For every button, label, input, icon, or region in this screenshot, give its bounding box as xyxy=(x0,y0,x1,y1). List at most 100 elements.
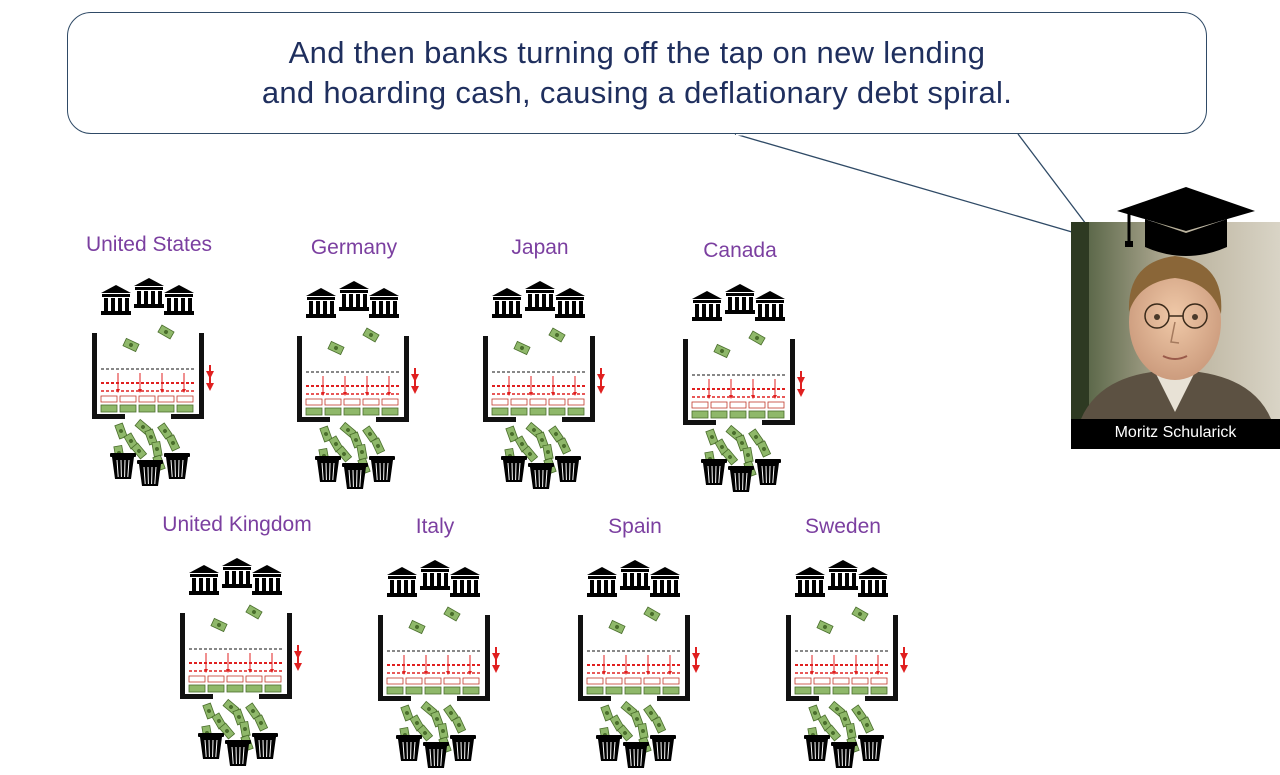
bank-icon xyxy=(101,285,131,315)
cash-bill-icon xyxy=(240,721,250,736)
reserve-bill xyxy=(177,396,193,402)
cash-bill-icon xyxy=(543,444,553,459)
bank-icon xyxy=(164,285,194,315)
reserve-bill xyxy=(158,396,174,402)
cash-bill-icon xyxy=(371,438,384,454)
reserve-bill xyxy=(387,687,403,694)
reserve-bill xyxy=(444,687,460,694)
trash-bin-icon xyxy=(396,735,422,761)
trash-bin-icon xyxy=(315,456,341,482)
cash-bill-icon xyxy=(652,717,665,733)
reserve-bill xyxy=(871,678,887,684)
reserve-bill xyxy=(730,402,746,408)
reserve-bill xyxy=(871,687,887,694)
bank-icon xyxy=(306,288,336,318)
reserve-bill xyxy=(177,405,193,412)
cash-bill-icon xyxy=(817,620,833,633)
down-arrow-icon xyxy=(797,389,805,397)
cash-bill-icon xyxy=(152,441,162,456)
speaker-name: Moritz Schularick xyxy=(1071,419,1280,449)
bank-icon xyxy=(134,278,164,308)
bank-vessel-diagram xyxy=(630,269,850,499)
reserve-bill xyxy=(101,405,117,412)
trash-bin-icon xyxy=(423,742,449,768)
vessel-right-wall xyxy=(404,336,409,422)
cash-bill-icon xyxy=(514,341,530,354)
reserve-bill xyxy=(325,399,341,405)
graduation-cap-icon xyxy=(1115,185,1257,260)
vessel-floor-left xyxy=(92,414,125,419)
country-label: United Kingdom xyxy=(127,513,347,537)
reserve-bill xyxy=(795,687,811,694)
reserve-bill xyxy=(833,678,849,684)
reserve-bill xyxy=(814,678,830,684)
cash-bill-icon xyxy=(328,341,344,354)
down-arrow-icon xyxy=(294,663,302,671)
reserve-bill xyxy=(425,678,441,684)
reserve-bill xyxy=(587,687,603,694)
reserve-bill xyxy=(530,408,546,415)
down-arrow-icon xyxy=(692,665,700,673)
reserve-bill xyxy=(406,687,422,694)
vessel-floor-right xyxy=(762,420,795,425)
bank-icon xyxy=(450,567,480,597)
bank-icon xyxy=(525,281,555,311)
reserve-bill xyxy=(463,678,479,684)
cash-bill-icon xyxy=(860,717,873,733)
country-label: Sweden xyxy=(733,515,953,539)
vessel-left-wall xyxy=(786,615,791,701)
trash-bin-icon xyxy=(831,742,857,768)
reserve-bill xyxy=(833,687,849,694)
vessel-floor-left xyxy=(578,696,611,701)
bank-icon xyxy=(650,567,680,597)
reserve-bill xyxy=(444,678,460,684)
trash-bin-icon xyxy=(252,733,278,759)
trash-bin-icon xyxy=(728,466,754,492)
reserve-bill xyxy=(749,402,765,408)
cash-bill-icon xyxy=(123,338,139,351)
reserve-bill xyxy=(120,396,136,402)
vessel-floor-left xyxy=(297,417,330,422)
reserve-bill xyxy=(768,402,784,408)
country-label: Japan xyxy=(430,236,650,260)
reserve-bill xyxy=(387,678,403,684)
bank-vessel-diagram xyxy=(525,545,745,775)
cash-bill-icon xyxy=(638,723,648,738)
trash-bin-icon xyxy=(198,733,224,759)
reserve-bill xyxy=(306,408,322,415)
reserve-bill xyxy=(139,396,155,402)
down-arrow-icon xyxy=(597,386,605,394)
trash-bin-icon xyxy=(369,456,395,482)
reserve-bill xyxy=(644,687,660,694)
bank-icon xyxy=(189,565,219,595)
cash-bill-icon xyxy=(749,331,765,345)
trash-bin-icon xyxy=(450,735,476,761)
cash-bill-icon xyxy=(409,620,425,633)
trash-bin-icon xyxy=(137,460,163,486)
bank-vessel-diagram xyxy=(325,545,545,775)
trash-bin-icon xyxy=(164,453,190,479)
bank-icon xyxy=(858,567,888,597)
reserve-bill xyxy=(246,676,262,682)
reserve-bill xyxy=(246,685,262,692)
bank-icon xyxy=(387,567,417,597)
vessel-left-wall xyxy=(297,336,302,422)
cash-bill-icon xyxy=(254,715,267,731)
bank-icon xyxy=(252,565,282,595)
vessel-floor-right xyxy=(171,414,204,419)
vessel-floor-left xyxy=(786,696,819,701)
reserve-bill xyxy=(511,399,527,405)
vessel-floor-right xyxy=(865,696,898,701)
down-arrow-icon xyxy=(492,665,500,673)
bank-vessel-diagram xyxy=(39,263,259,493)
bank-icon xyxy=(725,284,755,314)
reserve-bill xyxy=(363,408,379,415)
reserve-bill xyxy=(227,676,243,682)
reserve-bill xyxy=(625,678,641,684)
vessel-floor-left xyxy=(180,694,213,699)
reserve-bill xyxy=(139,405,155,412)
vessel-left-wall xyxy=(180,613,185,699)
vessel-left-wall xyxy=(92,333,97,419)
bank-icon xyxy=(339,281,369,311)
cash-bill-icon xyxy=(211,618,227,631)
